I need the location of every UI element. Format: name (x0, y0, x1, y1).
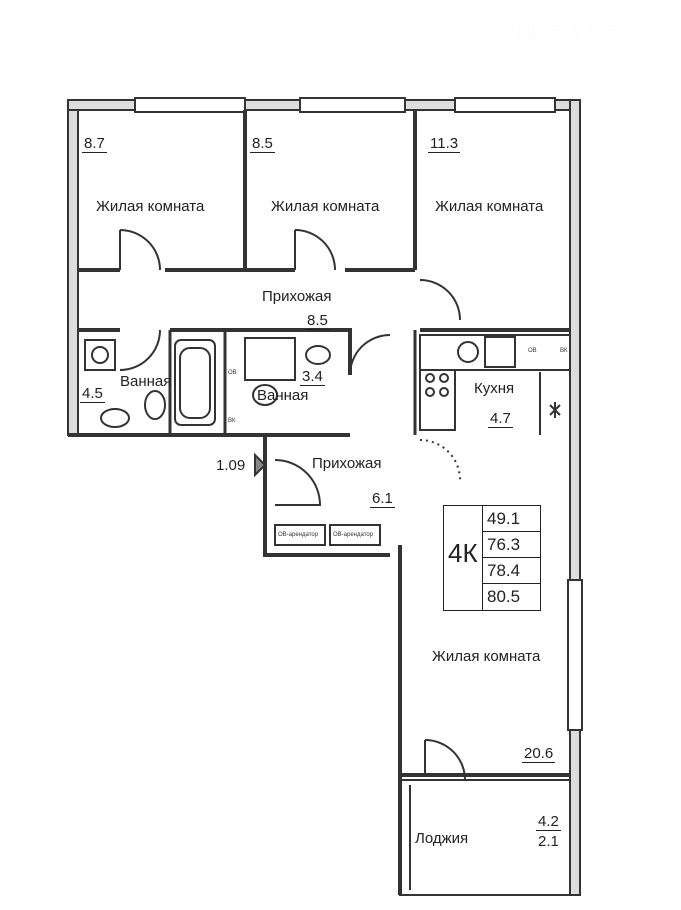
kitchen-label: Кухня (474, 380, 515, 397)
summary-value: 49.1 (483, 506, 541, 532)
bedroom2-label: Жилая комната (271, 198, 380, 215)
summary-value: 76.3 (483, 532, 541, 558)
summary-value: 80.5 (487, 587, 521, 606)
bath2-label: Ванная (257, 387, 309, 404)
entrance-area: 1.09 (216, 457, 246, 474)
kitchen-vk-label: ВК (560, 348, 568, 354)
wall-left (67, 99, 79, 436)
loggia-label: Лоджия (415, 830, 469, 847)
loggia-area-full: 4.2 (536, 813, 561, 831)
ov-label: ОВ (228, 370, 237, 376)
bedroom3-area: 11.3 (428, 135, 461, 153)
bath2-area: 3.4 (300, 368, 325, 386)
bath1-area: 4.5 (80, 385, 105, 403)
living-label: Жилая комната (432, 648, 541, 665)
window (134, 97, 246, 113)
hall2-label: Прихожая (312, 455, 382, 472)
ov-tenant-label-2: ОВ-арендатор (333, 532, 374, 538)
bedroom3-label: Жилая комната (435, 198, 544, 215)
bedroom1-label: Жилая комната (96, 198, 205, 215)
bedroom1-area: 8.7 (82, 135, 107, 153)
vk-label: ВК (228, 418, 236, 424)
summary-value: 78.4 (483, 558, 541, 584)
loggia-area-reduced: 2.1 (538, 833, 559, 850)
window (454, 97, 556, 113)
hall1-label: Прихожая (262, 288, 332, 305)
window (567, 579, 583, 731)
kitchen-ov-label: ОВ (528, 348, 537, 354)
kitchen-area: 4.7 (488, 410, 513, 428)
watermark-logo: ONREALT (485, 22, 621, 49)
hall2-area: 6.1 (370, 490, 395, 508)
ov-tenant-label-1: ОВ-арендатор (278, 532, 319, 538)
bedroom2-area: 8.5 (250, 135, 275, 153)
summary-box: 4К 49.1 76.3 78.4 80.5 (443, 505, 541, 611)
living-area: 20.6 (522, 745, 556, 763)
apartment-type: 4К (448, 538, 478, 568)
hall1-area: 8.5 (305, 312, 330, 330)
bath1-label: Ванная (120, 373, 172, 390)
wall-right (569, 99, 581, 896)
window (299, 97, 406, 113)
